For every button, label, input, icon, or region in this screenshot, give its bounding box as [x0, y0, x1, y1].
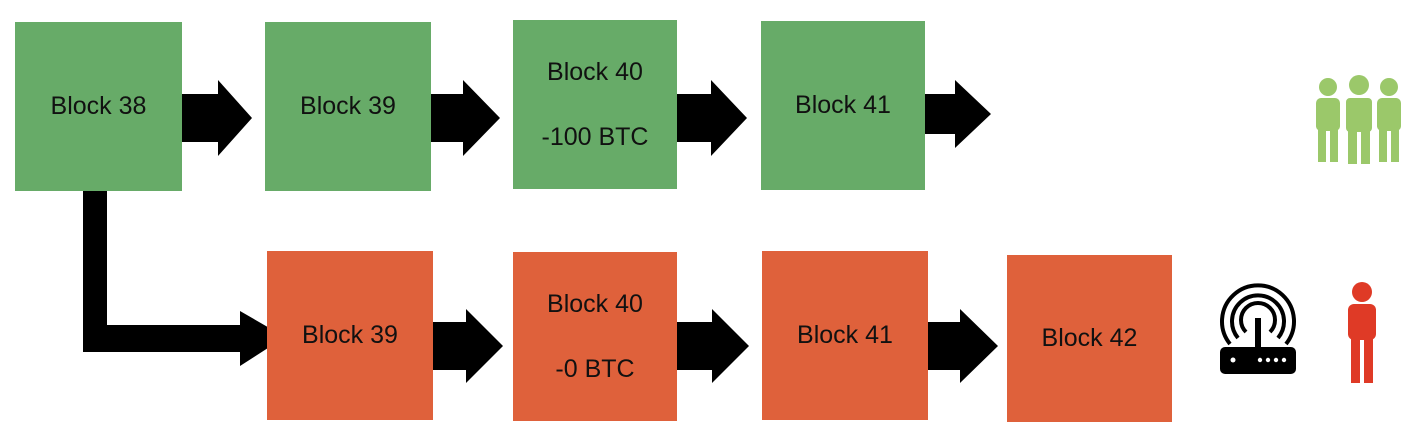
main-block-41-label: Block 41 [795, 91, 891, 119]
fork-block-42-label: Block 42 [1041, 324, 1138, 352]
main-block-40-detail: -100 BTC [541, 122, 649, 151]
main-block-38: Block 38 [15, 22, 182, 191]
arrow-main-40-41 [664, 80, 747, 156]
arrow-main-38-39 [172, 80, 252, 156]
fork-block-42: Block 42 [1007, 255, 1172, 422]
people-group-icon [1316, 75, 1401, 164]
main-block-40-label: Block 40 [547, 57, 643, 86]
main-block-40: Block 40 -100 BTC [513, 20, 677, 189]
arrow-fork-39-40 [422, 309, 503, 383]
fork-block-40: Block 40 -0 BTC [513, 252, 677, 421]
fork-block-41: Block 41 [762, 251, 928, 420]
main-block-38-label: Block 38 [50, 92, 147, 120]
fork-block-39-label: Block 39 [302, 321, 398, 349]
wifi-router-icon [1220, 283, 1296, 374]
arrow-fork-38-39 [83, 183, 285, 366]
main-block-39: Block 39 [265, 22, 431, 191]
arrow-main-41-next [908, 80, 991, 148]
arrow-fork-41-42 [912, 309, 998, 383]
person-icon [1348, 282, 1376, 383]
fork-block-40-label: Block 40 [547, 289, 643, 318]
arrow-fork-40-41 [665, 309, 749, 383]
fork-block-41-label: Block 41 [797, 321, 893, 349]
fork-block-40-detail: -0 BTC [555, 354, 635, 383]
main-block-41: Block 41 [761, 21, 925, 190]
fork-block-39: Block 39 [267, 251, 433, 420]
main-block-39-label: Block 39 [300, 92, 396, 120]
arrow-main-39-40 [418, 80, 500, 156]
